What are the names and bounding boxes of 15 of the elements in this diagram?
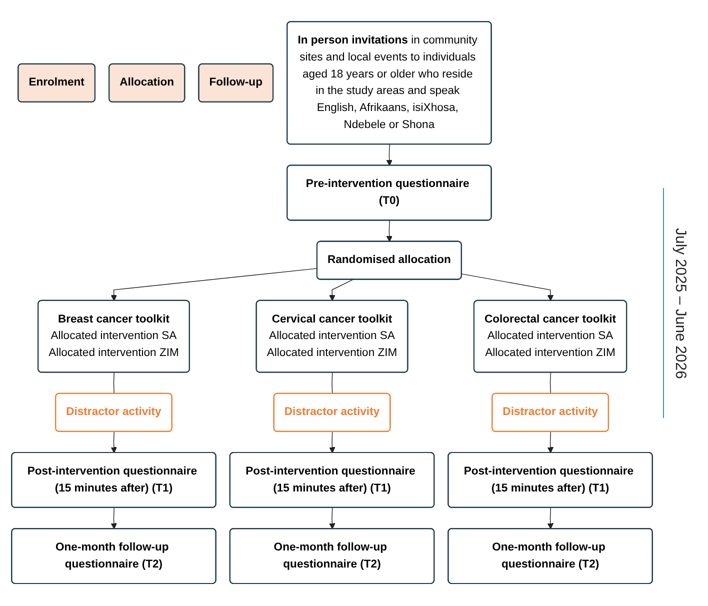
arrow — [329, 508, 336, 530]
arrow — [461, 274, 554, 302]
arrow — [386, 220, 392, 242]
connector — [113, 372, 114, 395]
arrow — [329, 432, 336, 454]
arrow — [547, 508, 554, 530]
connector — [332, 372, 333, 395]
date-range-bracket-label: July 2025 – June 2026 — [663, 188, 697, 418]
arrow — [110, 508, 117, 530]
arrow — [110, 268, 318, 302]
arrow — [110, 432, 117, 454]
arrow — [547, 432, 554, 454]
connector — [550, 372, 551, 395]
arrow — [329, 280, 354, 302]
arrow — [386, 144, 392, 166]
